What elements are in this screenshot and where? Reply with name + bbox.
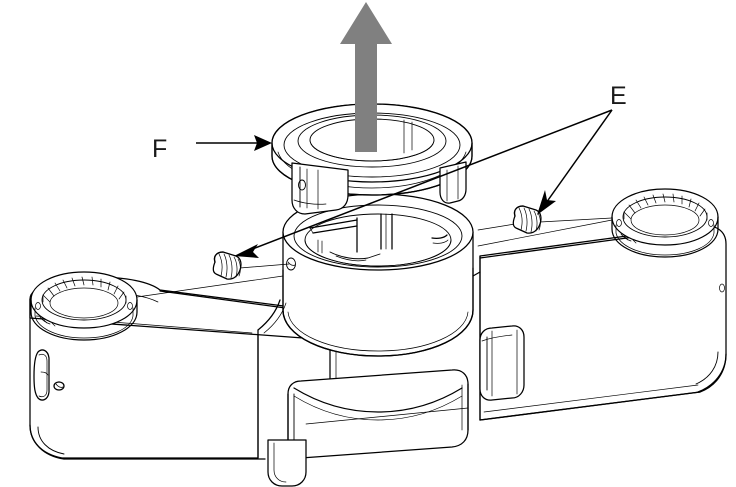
lower-bracket: [267, 325, 525, 487]
callout-label-e: E: [610, 82, 627, 110]
right-bore: [611, 188, 725, 293]
bore-leader-lines: [136, 219, 613, 298]
set-screw-left: [212, 251, 290, 280]
center-hub: [282, 193, 474, 357]
callout-label-f: F: [152, 135, 167, 163]
callout-e-arrows[interactable]: [234, 109, 613, 258]
callout-f-arrow[interactable]: [196, 135, 272, 151]
left-arm-features: [33, 349, 65, 401]
set-screw-right: [477, 205, 613, 234]
arm-hub-seams: [257, 271, 481, 334]
left-bore: [30, 271, 138, 341]
motion-arrow-up: [340, 2, 392, 152]
